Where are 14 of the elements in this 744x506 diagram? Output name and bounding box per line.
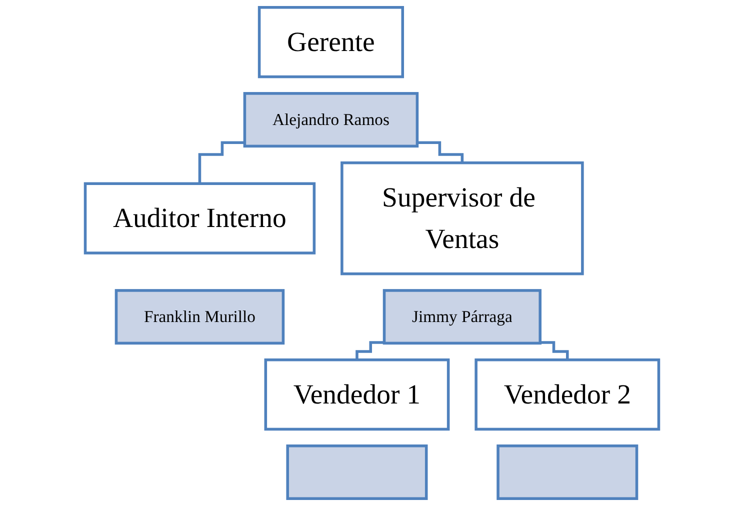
node-box: Vendedor 1 (264, 358, 450, 431)
node-box: Vendedor 2 (474, 358, 660, 431)
node-box: Jimmy Párraga (382, 289, 542, 345)
connector (198, 141, 245, 185)
node-box: Franklin Murillo (114, 289, 285, 345)
node-box (496, 444, 638, 500)
connector (356, 341, 384, 362)
connector (540, 341, 569, 362)
node-box: Supervisor de Ventas (340, 161, 584, 276)
node-box (286, 444, 428, 500)
connector (417, 141, 464, 164)
node-box: Gerente (258, 6, 404, 78)
node-box: Auditor Interno (84, 182, 316, 254)
node-box: Alejandro Ramos (243, 92, 419, 148)
